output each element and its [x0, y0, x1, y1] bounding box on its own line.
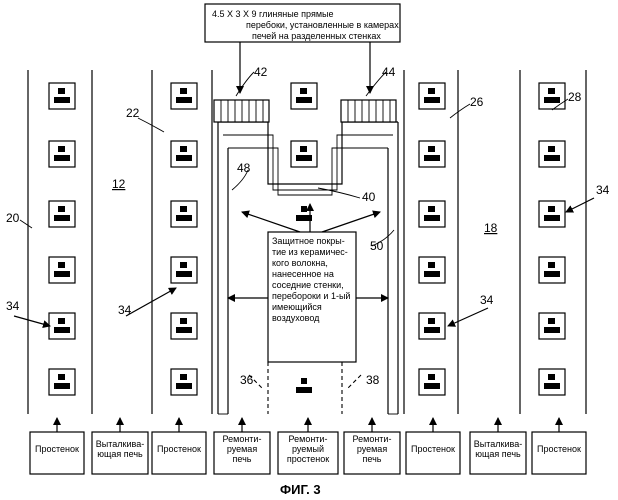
- flue-box: [291, 83, 317, 109]
- bottom-label-text: Простенок: [411, 444, 455, 454]
- ref-20: 20: [6, 211, 20, 225]
- flue-box: [539, 369, 565, 395]
- flue-box: [291, 141, 317, 167]
- flue-box: [49, 141, 75, 167]
- top-note-line1: 4.5 X 3 X 9 глиняные прямые: [212, 9, 334, 19]
- bottom-label-text: ющая печь: [97, 449, 143, 459]
- bottom-label-text: руемая: [227, 444, 258, 454]
- bottom-label-text: Ремонти-: [223, 434, 262, 444]
- flue-box: [49, 313, 75, 339]
- center-note-line: перебороки и 1-ый: [272, 291, 350, 301]
- bottom-label-box: Простенок: [406, 418, 460, 474]
- flue-mark: [296, 378, 312, 393]
- flue-box: [539, 83, 565, 109]
- bottom-label-box: Простенок: [532, 418, 586, 474]
- flue-box: [171, 83, 197, 109]
- ref-18: 18: [484, 221, 498, 235]
- flue-box: [171, 201, 197, 227]
- flue-box: [419, 257, 445, 283]
- ref-34-mid-right: 34: [480, 293, 494, 307]
- center-note-line: имеющийся: [272, 302, 322, 312]
- flue-box: [171, 313, 197, 339]
- bottom-label-text: ющая печь: [475, 449, 521, 459]
- flue-box: [539, 257, 565, 283]
- ref-34-mid-left: 34: [118, 303, 132, 317]
- flue-box: [49, 257, 75, 283]
- ref-38: 38: [366, 373, 380, 387]
- flue-box: [419, 369, 445, 395]
- ref-28: 28: [568, 90, 582, 104]
- bottom-label-text: Ремонти-: [353, 434, 392, 444]
- bottom-label-text: Простенок: [537, 444, 581, 454]
- bottom-label-text: Простенок: [35, 444, 79, 454]
- ref-40: 40: [362, 190, 376, 204]
- bottom-label-box: Выталкива-ющая печь: [470, 418, 526, 474]
- ref-22: 22: [126, 106, 140, 120]
- bottom-label-text: руемый: [292, 444, 324, 454]
- flue-box: [419, 201, 445, 227]
- top-note-line2: перебоки, установленные в камерах: [246, 20, 399, 30]
- bottom-label-box: Простенок: [152, 418, 206, 474]
- flue-box: [419, 83, 445, 109]
- bottom-label-text: Ремонти-: [289, 434, 328, 444]
- bottom-labels: Простенок Выталкива-ющая печь Простенок Рем…: [30, 418, 586, 474]
- flue-box: [419, 141, 445, 167]
- ref-34-right: 34: [596, 183, 610, 197]
- flue-box: [539, 141, 565, 167]
- figure-caption: ФИГ. 3: [280, 482, 321, 497]
- ref-36: 36: [240, 373, 254, 387]
- top-note: 4.5 X 3 X 9 глиняные прямые перебоки, ус…: [205, 4, 400, 93]
- flue-box: [49, 83, 75, 109]
- flue-box: [49, 201, 75, 227]
- brick-block-42: [214, 100, 269, 122]
- center-note-line: тие из керамичес-: [272, 247, 348, 257]
- center-note-line: нанесенное на: [272, 269, 334, 279]
- ref-48: 48: [237, 161, 251, 175]
- ref-34-left: 34: [6, 299, 20, 313]
- center-note-line: воздуховод: [272, 313, 320, 323]
- ref-42: 42: [254, 65, 268, 79]
- bottom-label-box: Простенок: [30, 418, 84, 474]
- flue-box: [171, 257, 197, 283]
- center-note-line: кого волокна,: [272, 258, 328, 268]
- ref-12: 12: [112, 177, 126, 191]
- flue-box: [539, 313, 565, 339]
- bottom-label-box: Ремонти-руемыйпростенок: [278, 418, 338, 474]
- bottom-label-box: Ремонти-руемаяпечь: [344, 418, 400, 474]
- bottom-label-text: руемая: [357, 444, 388, 454]
- flue-box: [49, 369, 75, 395]
- flue-box: [171, 369, 197, 395]
- arrow-up-left: [242, 212, 300, 232]
- flue-box: [539, 201, 565, 227]
- top-note-line3: печей на разделенных стенках: [252, 31, 381, 41]
- leader-38: [348, 375, 361, 388]
- arrow-up-right: [322, 212, 380, 232]
- bottom-label-text: простенок: [287, 454, 329, 464]
- bottom-label-text: Выталкива-: [96, 439, 144, 449]
- center-note-line: Защитное покры-: [272, 236, 345, 246]
- ref-44: 44: [382, 65, 396, 79]
- center-note: Защитное покры-тие из керамичес-кого вол…: [228, 204, 388, 362]
- flue-box: [171, 141, 197, 167]
- brick-block-44: [341, 100, 396, 122]
- bottom-label-text: Простенок: [157, 444, 201, 454]
- flue-box: [419, 313, 445, 339]
- ref-26: 26: [470, 95, 484, 109]
- bottom-label-box: Выталкива-ющая печь: [92, 418, 148, 474]
- bottom-label-text: печь: [363, 454, 382, 464]
- center-note-line: соседние стенки,: [272, 280, 344, 290]
- bottom-label-text: печь: [233, 454, 252, 464]
- bottom-label-text: Выталкива-: [474, 439, 522, 449]
- bottom-label-box: Ремонти-руемаяпечь: [214, 418, 270, 474]
